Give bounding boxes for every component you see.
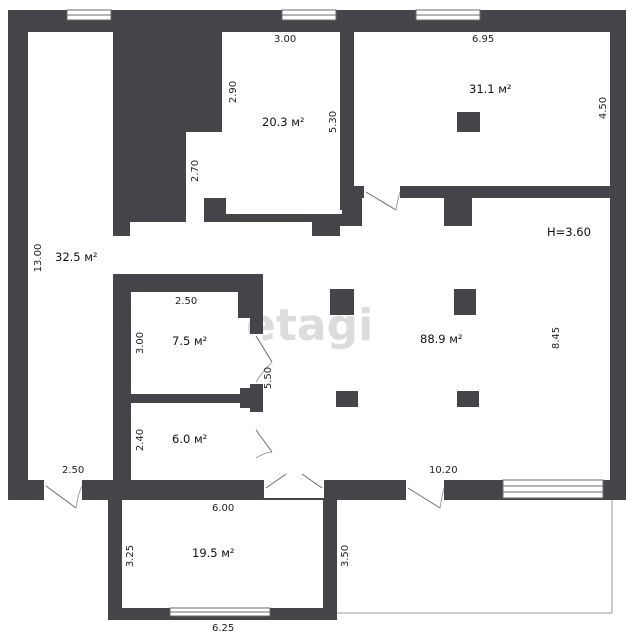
wall-left — [8, 10, 28, 500]
wall-stub — [444, 196, 472, 226]
column-2 — [454, 289, 476, 315]
doors — [44, 186, 445, 509]
wall-partition-top — [340, 10, 354, 210]
wall-small-divider-knob — [240, 388, 260, 408]
area-top-right: 31.1 м² — [469, 82, 512, 96]
window-top-left — [66, 9, 112, 21]
dim-bottom-width: 6.25 — [212, 623, 234, 634]
dim-bottom-left: 3.25 — [125, 545, 136, 567]
area-small-a: 7.5 м² — [172, 334, 207, 348]
window-bottom-room — [169, 607, 271, 617]
wall-top-middle-bottom — [204, 198, 362, 236]
window-top-middle — [281, 9, 337, 21]
area-left-hall: 32.5 м² — [55, 250, 98, 264]
ceiling-height-label: H=3.60 — [547, 225, 591, 239]
dim-left-hall-height: 13.00 — [33, 244, 44, 273]
dim-small-a-height: 3.00 — [135, 332, 146, 354]
dim-top-middle-notch: 2.70 — [190, 160, 201, 182]
wall-small-right-upper — [250, 274, 263, 334]
dim-small-b-height: 2.40 — [135, 429, 146, 451]
wall-bottom-room-left — [108, 480, 122, 620]
window-top-right — [415, 9, 481, 21]
wall-right — [610, 10, 626, 500]
windows — [66, 9, 604, 617]
column-4 — [457, 391, 479, 407]
walls — [8, 10, 626, 620]
wall-bottom-room-right — [323, 480, 337, 620]
dim-small-side: 5.50 — [263, 367, 274, 389]
dim-top-middle-right: 5.30 — [328, 111, 339, 133]
dim-left-hall-bottom: 2.50 — [62, 465, 84, 476]
area-top-middle: 20.3 м² — [262, 115, 305, 129]
dim-bottom-right: 3.50 — [340, 545, 351, 567]
dim-top-right-height: 4.50 — [598, 97, 609, 119]
window-bottom-main — [502, 479, 604, 499]
dim-top-right-width: 6.95 — [472, 34, 494, 45]
dim-main-hall-height: 8.45 — [551, 327, 562, 349]
area-small-b: 6.0 м² — [172, 432, 207, 446]
dim-main-hall-width: 10.20 — [429, 465, 458, 476]
wall-small-top — [113, 274, 263, 292]
area-bottom-room: 19.5 м² — [192, 546, 235, 560]
wall-column-block — [113, 10, 222, 236]
wall-small-divider — [120, 394, 260, 403]
balcony-outline — [335, 498, 613, 614]
area-main-hall: 88.9 м² — [420, 332, 463, 346]
column-3 — [336, 391, 358, 407]
wall-top-right-bottom — [352, 186, 614, 198]
wall-small-left — [113, 274, 131, 484]
column-1 — [330, 289, 354, 315]
dim-small-a-width: 2.50 — [175, 296, 197, 307]
dim-top-middle-width: 3.00 — [274, 34, 296, 45]
column-top-right-room — [457, 112, 480, 132]
watermark-logo: etagi — [246, 300, 373, 351]
dim-bottom-top: 6.00 — [212, 503, 234, 514]
dim-top-middle-left: 2.90 — [228, 81, 239, 103]
